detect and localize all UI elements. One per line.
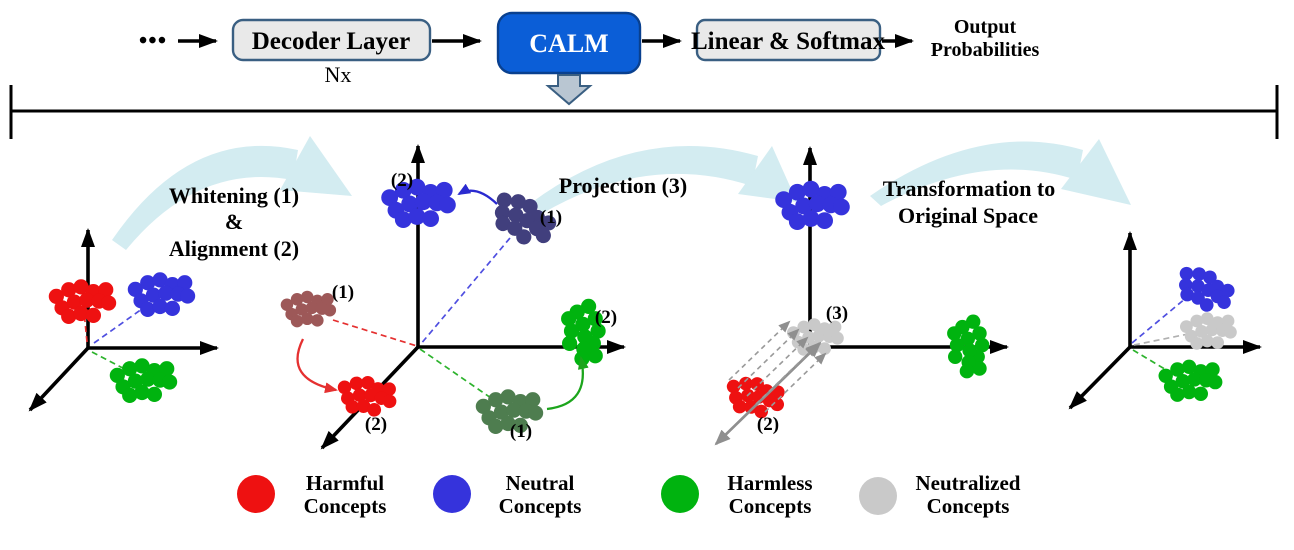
projection-dash-2 xyxy=(737,328,800,389)
legend-swatch-neutral xyxy=(433,475,471,513)
annotation-projected: (3) xyxy=(826,303,848,324)
projection-dash-4 xyxy=(755,344,818,405)
projection-label: Projection (3) xyxy=(559,173,688,198)
transformation-swoosh-arrow xyxy=(870,141,1083,206)
plot4-z-axis xyxy=(1068,345,1132,410)
legend: Harmful Concepts Neutral Concepts Harmle… xyxy=(237,471,1021,518)
annotation-neutral-aligned: (2) xyxy=(391,170,413,191)
cluster-p4-neutralized xyxy=(1180,312,1237,350)
nx-label: Nx xyxy=(325,62,352,87)
whitening-label-line2: & xyxy=(225,209,243,234)
transformation-label-line1: Transformation to xyxy=(883,176,1056,201)
bracket xyxy=(9,85,1279,139)
output-probabilities-label-2: Probabilities xyxy=(931,39,1040,61)
plot1-z-axis xyxy=(28,346,90,412)
cluster-p4-harmless xyxy=(1158,359,1223,402)
transform-arrows xyxy=(296,183,827,446)
cluster-p2-neutral-aligned xyxy=(381,178,456,229)
whitening-swoosh-arrow xyxy=(112,145,298,250)
plot2-dash-blue xyxy=(419,237,511,346)
cluster-p2-neutral-orig xyxy=(494,192,557,245)
annotation-projected-src: (2) xyxy=(757,414,779,435)
clusters xyxy=(48,178,1237,434)
projection-dash-3 xyxy=(746,336,809,397)
harmful-align-arrow xyxy=(296,338,338,394)
cluster-p1-harmful xyxy=(48,279,117,324)
calm-expand-arrow-icon xyxy=(545,74,593,106)
legend-label-harmless-1: Harmless xyxy=(727,471,812,495)
annotation-harmless-aligned: (2) xyxy=(595,307,617,328)
alignment-label: Alignment (2) xyxy=(169,236,299,261)
output-probabilities-label-1: Output xyxy=(954,16,1017,38)
calm-label: CALM xyxy=(529,29,608,58)
cluster-p2-harmless-aligned xyxy=(561,298,606,367)
transformation-label-line2: Original Space xyxy=(898,203,1038,228)
annotation-harmful-orig: (1) xyxy=(332,282,354,303)
cluster-p1-neutral xyxy=(127,272,196,317)
projection-swoosh-arrow xyxy=(531,145,758,213)
projection-dash-5 xyxy=(764,352,827,413)
harmless-align-arrow xyxy=(546,356,589,411)
legend-label-neutralized-1: Neutralized xyxy=(916,471,1021,495)
whitening-swoosh-head xyxy=(280,136,352,196)
legend-label-harmful-1: Harmful xyxy=(306,471,384,495)
cluster-p2-harmless-orig xyxy=(475,389,544,434)
annotation-harmless-orig: (1) xyxy=(510,421,532,442)
legend-swatch-harmless xyxy=(661,475,699,513)
plot4-dash-gray xyxy=(1133,332,1194,346)
plot1-dash-blue xyxy=(93,303,150,344)
cluster-p3-harmless xyxy=(947,314,990,379)
projection-swoosh-head xyxy=(738,146,797,202)
cluster-p1-harmless xyxy=(109,358,178,403)
decoder-layer-box xyxy=(231,18,432,62)
cluster-p2-harmful-orig xyxy=(280,290,337,328)
whitening-label-line1: Whitening (1) xyxy=(169,183,299,208)
annotation-neutral-orig: (1) xyxy=(540,207,562,228)
dashed-guides xyxy=(83,237,1194,399)
decoder-layer-label: Decoder Layer xyxy=(252,28,411,55)
plot2-dash-green xyxy=(419,348,492,399)
transformation-swoosh-head xyxy=(1061,139,1131,205)
legend-swatch-harmful xyxy=(237,475,275,513)
linear-softmax-label: Linear & Softmax xyxy=(691,28,885,55)
plot4-dash-green xyxy=(1132,349,1174,375)
cluster-p3-neutral xyxy=(775,180,850,231)
legend-label-harmless-2: Concepts xyxy=(729,494,812,518)
calm-box xyxy=(496,11,642,75)
cluster-p2-harmful-aligned xyxy=(337,375,397,417)
legend-label-neutralized-2: Concepts xyxy=(927,494,1010,518)
input-ellipsis: ••• xyxy=(139,28,167,54)
pipeline: ••• Decoder Layer Nx CALM Linear & Softm… xyxy=(139,11,1040,106)
annotation-harmful-aligned: (2) xyxy=(365,414,387,435)
legend-label-neutral-1: Neutral xyxy=(506,471,575,495)
plot2-dash-red xyxy=(332,319,418,347)
legend-label-harmful-2: Concepts xyxy=(304,494,387,518)
cluster-p4-neutral xyxy=(1179,266,1235,312)
stage-arrows xyxy=(112,136,1131,250)
legend-swatch-neutralized xyxy=(859,477,897,515)
linear-softmax-box xyxy=(695,18,882,62)
legend-label-neutral-2: Concepts xyxy=(499,494,582,518)
neutral-align-arrow xyxy=(457,183,498,205)
plot4-dash-blue xyxy=(1131,297,1187,344)
projection-dash-1 xyxy=(728,320,791,381)
